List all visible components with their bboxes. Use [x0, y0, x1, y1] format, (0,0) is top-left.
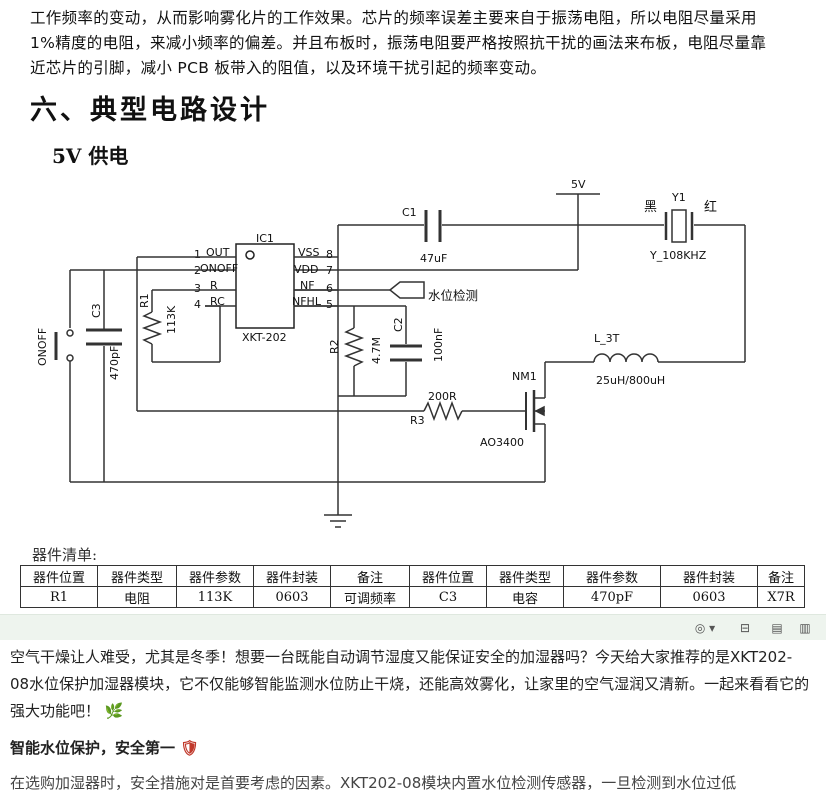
table-cell: 113K [176, 586, 254, 608]
y1-body [671, 209, 687, 243]
view-icon[interactable]: ▤ [771, 621, 783, 635]
water-detect-port [388, 281, 425, 299]
table-cell: 可调频率 [330, 586, 410, 608]
fit-icon[interactable]: ⊟ [739, 621, 751, 635]
table-header-cell: 器件封装 [253, 565, 331, 587]
r2-value: 4.7M [370, 337, 383, 364]
pin-name: R [210, 279, 218, 292]
leaf-icon: 🌿 [104, 702, 124, 720]
pin-num: 5 [326, 298, 333, 311]
table-header-cell: 器件参数 [176, 565, 254, 587]
r1-ref: R1 [138, 293, 151, 308]
document-page: 工作频率的变动，从而影响雾化片的工作效果。芯片的频率误差主要来自于振荡电阻，所以… [0, 6, 826, 640]
bom-title: 器件清单: [32, 546, 98, 564]
table-row: R1 电阻 113K 0603 可调频率 C3 电容 470pF 0603 X7… [20, 586, 805, 608]
y1-ref: Y1 [671, 191, 686, 204]
intro-paragraph: 工作频率的变动，从而影响雾化片的工作效果。芯片的频率误差主要来自于振荡电阻，所以… [30, 6, 810, 81]
subsection-title: 5V 供电 [52, 144, 129, 168]
pin-num: 3 [194, 282, 201, 295]
c3-value: 470pF [108, 346, 121, 380]
table-cell: 电容 [486, 586, 564, 608]
pin-name: NFHL [292, 295, 322, 308]
mosfet-part: AO3400 [480, 436, 524, 449]
table-row: 器件位置 器件类型 器件参数 器件封装 备注 器件位置 器件类型 器件参数 器件… [20, 565, 805, 587]
supply-label: 5V [571, 178, 586, 191]
article-paragraph: 空气干燥让人难受，尤其是冬季！想要一台既能自动调节湿度又能保证安全的加湿器吗？今… [10, 644, 810, 725]
c1-value: 47uF [420, 252, 447, 265]
article-text: 空气干燥让人难受，尤其是冬季！想要一台既能自动调节湿度又能保证安全的加湿器吗？今… [10, 648, 810, 720]
pin-name: ONOFF [200, 262, 238, 275]
r1-resistor [141, 311, 163, 345]
article-body: 空气干燥让人难受，尤其是冬季！想要一台既能自动调节湿度又能保证安全的加湿器吗？今… [10, 644, 810, 762]
inductor-coil [593, 353, 659, 363]
table-cell: 0603 [253, 586, 331, 608]
r2-resistor [343, 327, 365, 367]
r1-value: 113K [165, 305, 178, 334]
section-title: 六、典型电路设计 [30, 95, 270, 126]
pin-name: OUT [206, 246, 230, 259]
table-header-cell: 器件位置 [409, 565, 487, 587]
table-header-cell: 备注 [330, 565, 410, 587]
intro-line: 1%精度的电阻，来减小频率的偏差。并且布板时，振荡电阻要严格按照抗干扰的画法来布… [30, 34, 767, 52]
table-header-cell: 器件类型 [486, 565, 564, 587]
table-cell: R1 [20, 586, 98, 608]
mosfet-ref: NM1 [512, 370, 537, 383]
ic-pin1-dot [245, 250, 255, 260]
c2-value: 100nF [432, 328, 445, 362]
table-header-cell: 器件参数 [563, 565, 661, 587]
article-heading: 智能水位保护，安全第一 🛡 [10, 735, 810, 762]
table-cell: 0603 [660, 586, 758, 608]
ic-part: XKT-202 [242, 331, 287, 344]
table-cell: X7R [757, 586, 805, 608]
inductor-value: 25uH/800uH [596, 374, 665, 387]
split-view-icon[interactable]: ▥ [799, 621, 811, 635]
water-detect-label: 水位检测 [428, 288, 478, 303]
pin-num: 4 [194, 298, 201, 311]
y1-value: Y_108KHZ [649, 249, 707, 262]
pin-num: 7 [326, 264, 333, 277]
c2-ref: C2 [392, 317, 405, 332]
pin-name: NF [300, 279, 315, 292]
table-header-cell: 器件类型 [97, 565, 177, 587]
intro-line: 工作频率的变动，从而影响雾化片的工作效果。芯片的频率误差主要来自于振荡电阻，所以… [30, 9, 757, 27]
c1-ref: C1 [402, 206, 417, 219]
table-header-cell: 备注 [757, 565, 805, 587]
switch-contact [66, 354, 74, 362]
y1-black-label: 黑 [644, 200, 657, 215]
table-header-cell: 器件封装 [660, 565, 758, 587]
image-toolbar: ◎ ▾ ⊟ ▤ ▥ [0, 614, 826, 640]
table-cell: C3 [409, 586, 487, 608]
inductor-ref: L_3T [594, 332, 620, 345]
switch-label: ONOFF [36, 328, 49, 366]
intro-line: 近芯片的引脚，减小 PCB 板带入的阻值，以及环境干扰引起的频率变动。 [30, 59, 547, 77]
heading-text: 智能水位保护，安全第一 [10, 739, 176, 757]
pin-num: 8 [326, 248, 333, 261]
article-paragraph-cut: 在选购加湿器时，安全措施对是首要考虑的因素。XKT202-08模块内置水位检测传… [10, 774, 737, 792]
table-cell: 470pF [563, 586, 661, 608]
ic-ref: IC1 [256, 232, 274, 245]
pin-name: VSS [298, 246, 320, 259]
table-header-cell: 器件位置 [20, 565, 98, 587]
bom-table: 器件位置 器件类型 器件参数 器件封装 备注 器件位置 器件类型 器件参数 器件… [20, 565, 805, 608]
shield-icon: 🛡 [180, 739, 200, 757]
y1-red-label: 红 [704, 199, 717, 215]
pin-name: RC [210, 295, 225, 308]
circuit-schematic: IC1 XKT-202 1 OUT 2 ONOFF 3 R 4 RC VSS 8… [36, 178, 746, 528]
pin-num: 1 [194, 248, 201, 261]
switch-contact [66, 329, 74, 337]
visibility-dropdown[interactable]: ◎ ▾ [694, 621, 716, 635]
pin-name: VDD [294, 263, 318, 276]
r3-resistor [423, 400, 463, 422]
r3-value: 200R [428, 390, 457, 403]
ic-body [235, 243, 295, 329]
pin-num: 6 [326, 282, 333, 295]
c3-ref: C3 [90, 303, 103, 318]
r3-ref: R3 [410, 414, 425, 427]
table-cell: 电阻 [97, 586, 177, 608]
r2-ref: R2 [328, 339, 341, 354]
